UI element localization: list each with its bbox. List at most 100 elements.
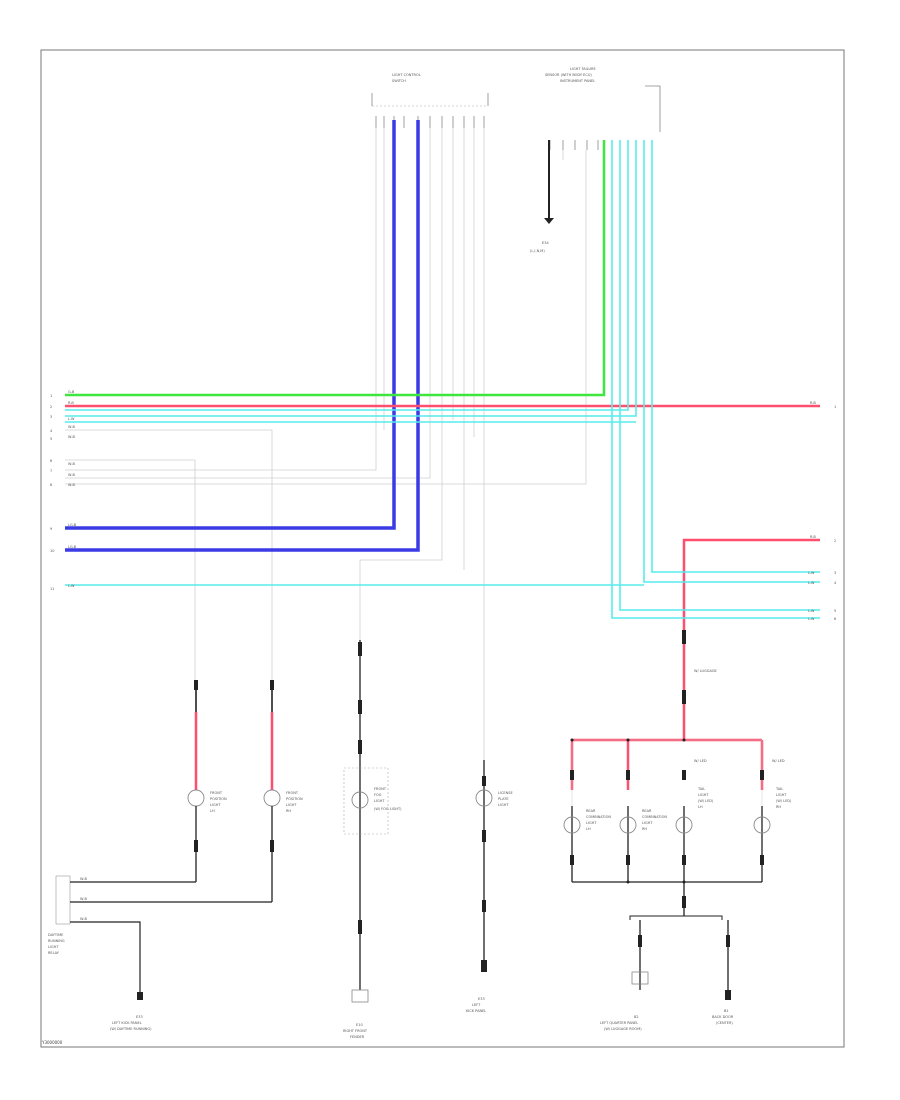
rear-lamp-group: REAR COMBINATION LIGHT LH REAR COMBINATI… xyxy=(563,669,792,1000)
svg-text:7: 7 xyxy=(50,469,52,473)
svg-text:5: 5 xyxy=(50,437,52,441)
svg-text:RH: RH xyxy=(776,805,781,809)
diagram-border xyxy=(40,49,845,1048)
switch-title: LIGHT CONTROL xyxy=(392,73,421,77)
svg-text:W-B: W-B xyxy=(68,462,75,466)
svg-text:LIGHT: LIGHT xyxy=(776,793,787,797)
diagram-code: Y3000000 xyxy=(41,1040,63,1045)
svg-text:LG-B: LG-B xyxy=(68,545,77,549)
svg-text:TAIL: TAIL xyxy=(775,787,783,791)
svg-text:FRONT: FRONT xyxy=(286,791,299,795)
grey-wires xyxy=(65,128,587,760)
svg-text:LH: LH xyxy=(586,827,591,831)
svg-text:COMBINATION: COMBINATION xyxy=(642,815,667,819)
green-wire xyxy=(65,140,606,397)
svg-text:(W/ LED): (W/ LED) xyxy=(776,799,792,803)
svg-text:L-W: L-W xyxy=(808,609,815,613)
svg-text:W-B: W-B xyxy=(68,473,75,477)
svg-text:W-B: W-B xyxy=(80,897,87,901)
lamp-front-position-rh: FRONT POSITION LIGHT RH xyxy=(263,690,303,902)
svg-text:LH: LH xyxy=(210,809,215,813)
svg-text:LIGHT: LIGHT xyxy=(374,799,385,803)
svg-text:DAYTIME: DAYTIME xyxy=(48,933,63,937)
light-failure-sensor: LIGHT FAILURE SENSOR (WITH BODY ECU) INS… xyxy=(530,67,661,253)
svg-text:COMBINATION: COMBINATION xyxy=(586,815,611,819)
svg-text:W-B: W-B xyxy=(80,877,87,881)
svg-text:B1: B1 xyxy=(724,1009,729,1013)
svg-text:LIGHT: LIGHT xyxy=(642,821,653,825)
svg-text:1: 1 xyxy=(50,394,52,398)
svg-text:KICK PANEL: KICK PANEL xyxy=(466,1009,486,1013)
svg-text:RUNNING: RUNNING xyxy=(48,939,65,943)
svg-text:FENDER: FENDER xyxy=(350,1035,365,1039)
red-wires xyxy=(65,404,820,790)
svg-text:PLATE: PLATE xyxy=(498,797,509,801)
cyan-wires xyxy=(65,140,820,619)
svg-text:REAR: REAR xyxy=(642,809,652,813)
svg-text:E33: E33 xyxy=(478,997,485,1001)
svg-text:TAIL: TAIL xyxy=(697,787,705,791)
svg-text:W-B: W-B xyxy=(68,425,75,429)
svg-text:4: 4 xyxy=(834,581,837,585)
svg-text:9: 9 xyxy=(50,527,52,531)
svg-text:FRONT: FRONT xyxy=(374,787,387,791)
svg-text:(W/ LUGGAGE ROOM): (W/ LUGGAGE ROOM) xyxy=(604,1027,642,1031)
svg-text:W/ LUGGAGE: W/ LUGGAGE xyxy=(694,669,717,673)
svg-text:W/ LED: W/ LED xyxy=(772,759,785,763)
svg-text:E10: E10 xyxy=(356,1023,363,1027)
svg-text:RH: RH xyxy=(642,827,647,831)
sensor-title: LIGHT FAILURE xyxy=(570,67,596,71)
svg-text:FOG: FOG xyxy=(374,793,382,797)
switch-subtitle: SWITCH xyxy=(392,79,406,83)
svg-text:10: 10 xyxy=(50,549,54,553)
svg-text:RELAY: RELAY xyxy=(48,951,60,955)
svg-text:LIGHT: LIGHT xyxy=(586,821,597,825)
svg-text:RIGHT FRONT: RIGHT FRONT xyxy=(343,1029,368,1033)
connector-marks xyxy=(194,630,764,947)
svg-text:FRONT: FRONT xyxy=(210,791,223,795)
svg-text:POSITION: POSITION xyxy=(286,797,303,801)
svg-text:(W/ LED): (W/ LED) xyxy=(698,799,714,803)
svg-text:6: 6 xyxy=(50,459,52,463)
svg-text:4: 4 xyxy=(50,429,53,433)
svg-text:G-B: G-B xyxy=(68,390,75,394)
lamp-license-plate: LICENSE PLATE LIGHT xyxy=(475,760,513,972)
svg-text:6: 6 xyxy=(834,617,836,621)
right-rail-labels: R-B 1 R-B 2 L-W 3 L-W 4 L-W 5 L-W 6 xyxy=(808,401,837,621)
svg-text:L-W: L-W xyxy=(68,584,75,588)
svg-text:5: 5 xyxy=(834,609,836,613)
svg-text:(CENTER): (CENTER) xyxy=(716,1021,733,1025)
ground-top-code: E34 xyxy=(542,241,549,245)
svg-text:W/ LED: W/ LED xyxy=(694,759,707,763)
left-rail-labels: 1 G-B 2 R-B 3 L-W 4 W-B 5 W-B 6 W-B 7 W-… xyxy=(50,390,77,591)
svg-text:W-B: W-B xyxy=(68,435,75,439)
svg-text:R-B: R-B xyxy=(68,401,74,405)
ground-labels: E33 LEFT KICK PANEL (W/ DAYTIME RUNNING)… xyxy=(110,997,734,1039)
svg-text:(W/ FOG LIGHT): (W/ FOG LIGHT) xyxy=(374,807,402,811)
svg-text:R-B: R-B xyxy=(810,401,816,405)
svg-text:W-B: W-B xyxy=(68,483,75,487)
svg-text:LIGHT: LIGHT xyxy=(498,803,509,807)
svg-text:E33: E33 xyxy=(136,1015,143,1019)
svg-text:LIGHT: LIGHT xyxy=(286,803,297,807)
svg-text:B2: B2 xyxy=(634,1015,639,1019)
svg-text:LICENSE: LICENSE xyxy=(498,791,513,795)
svg-text:2: 2 xyxy=(834,539,836,543)
svg-text:1: 1 xyxy=(834,405,836,409)
svg-text:REAR: REAR xyxy=(586,809,596,813)
svg-text:L-W: L-W xyxy=(808,571,815,575)
lamp-front-fog: FRONT FOG LIGHT (W/ FOG LIGHT) xyxy=(343,640,402,1003)
svg-text:3: 3 xyxy=(50,415,52,419)
svg-text:LIGHT: LIGHT xyxy=(210,803,221,807)
svg-text:LEFT KICK PANEL: LEFT KICK PANEL xyxy=(112,1021,142,1025)
svg-text:RH: RH xyxy=(286,809,291,813)
svg-text:R-B: R-B xyxy=(810,535,816,539)
svg-text:3: 3 xyxy=(834,571,836,575)
svg-text:L-W: L-W xyxy=(808,617,815,621)
blue-wires xyxy=(65,120,420,552)
svg-text:(W/ DAYTIME RUNNING): (W/ DAYTIME RUNNING) xyxy=(110,1027,152,1031)
svg-text:W-B: W-B xyxy=(80,917,87,921)
svg-text:POSITION: POSITION xyxy=(210,797,227,801)
svg-text:LG-B: LG-B xyxy=(68,523,77,527)
